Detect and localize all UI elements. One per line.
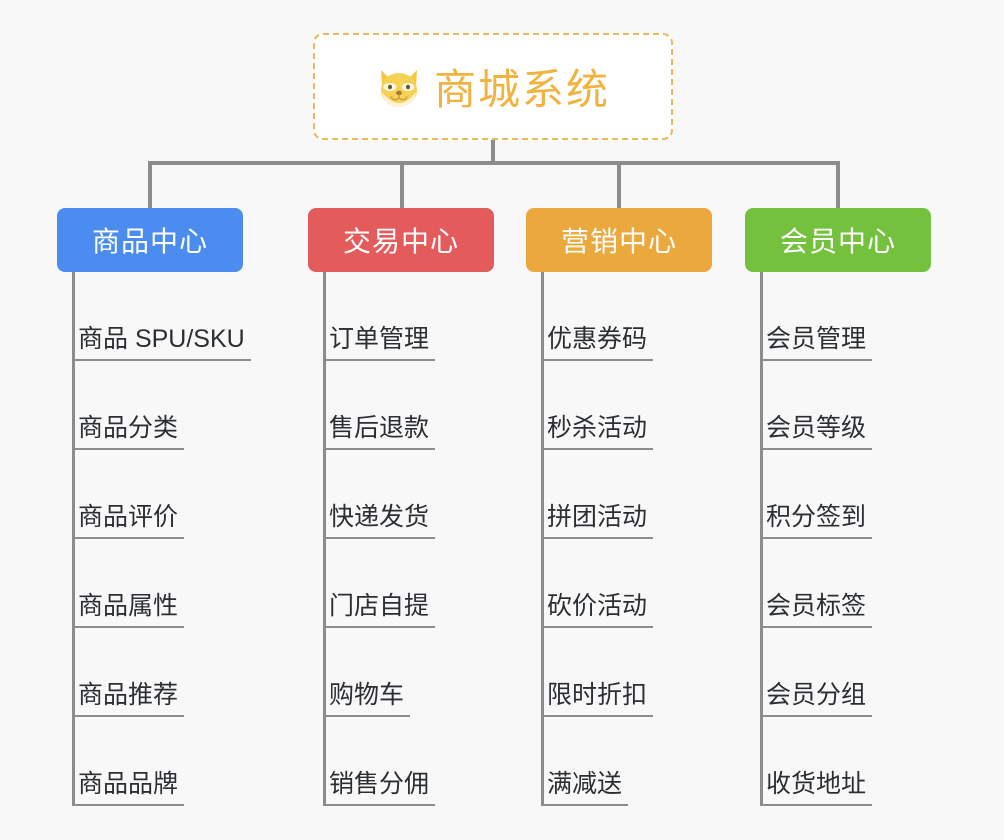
list-item[interactable]: 门店自提 <box>323 539 436 628</box>
list-item-label: 购物车 <box>323 681 411 717</box>
list-item[interactable]: 商品 SPU/SKU <box>72 272 251 361</box>
root-title: 商城系统 <box>433 66 610 113</box>
column-member: 会员中心 会员管理 会员等级 积分签到 会员标签 会员分组 收货地址 <box>745 208 931 806</box>
list-item[interactable]: 限时折扣 <box>541 628 654 717</box>
item-list-marketing: 优惠券码 秒杀活动 拼团活动 砍价活动 限时折扣 满减送 <box>541 272 654 806</box>
list-item[interactable]: 销售分佣 <box>323 717 436 806</box>
category-header-trade[interactable]: 交易中心 <box>308 208 494 272</box>
list-item-label: 售后退款 <box>323 414 436 450</box>
list-item-label: 订单管理 <box>323 325 436 361</box>
list-item[interactable]: 会员管理 <box>760 272 873 361</box>
list-item[interactable]: 售后退款 <box>323 361 436 450</box>
list-item-label: 积分签到 <box>760 503 873 539</box>
connector-drop-2 <box>400 161 404 208</box>
connector-drop-1 <box>148 161 152 208</box>
list-item[interactable]: 砍价活动 <box>541 539 654 628</box>
column-spine-member <box>760 272 763 806</box>
column-spine-product <box>72 272 75 806</box>
list-item-label: 商品评价 <box>72 503 185 539</box>
list-item[interactable]: 快递发货 <box>323 450 436 539</box>
shiba-inu-icon <box>376 64 422 110</box>
list-item[interactable]: 积分签到 <box>760 450 873 539</box>
list-item-label: 会员等级 <box>760 414 873 450</box>
list-item[interactable]: 秒杀活动 <box>541 361 654 450</box>
category-header-member[interactable]: 会员中心 <box>745 208 931 272</box>
list-item-label: 砍价活动 <box>541 592 654 628</box>
list-item[interactable]: 订单管理 <box>323 272 436 361</box>
list-item-label: 商品属性 <box>72 592 185 628</box>
category-header-marketing[interactable]: 营销中心 <box>526 208 712 272</box>
list-item-label: 优惠券码 <box>541 325 654 361</box>
list-item-label: 商品推荐 <box>72 681 185 717</box>
list-item[interactable]: 优惠券码 <box>541 272 654 361</box>
list-item-label: 门店自提 <box>323 592 436 628</box>
connector-bus <box>148 161 840 165</box>
list-item[interactable]: 购物车 <box>323 628 435 717</box>
list-item-label: 拼团活动 <box>541 503 654 539</box>
list-item[interactable]: 会员分组 <box>760 628 873 717</box>
list-item-label: 快递发货 <box>323 503 436 539</box>
list-item-label: 销售分佣 <box>323 770 436 806</box>
list-item-label: 会员分组 <box>760 681 873 717</box>
list-item-label: 收货地址 <box>760 770 873 806</box>
list-item[interactable]: 商品评价 <box>72 450 251 539</box>
connector-drop-4 <box>836 161 840 208</box>
list-item-label: 商品品牌 <box>72 770 185 806</box>
column-spine-trade <box>323 272 326 806</box>
list-item-label: 秒杀活动 <box>541 414 654 450</box>
list-item-label: 会员标签 <box>760 592 873 628</box>
column-spine-marketing <box>541 272 544 806</box>
connector-stem <box>491 140 495 164</box>
list-item-label: 满减送 <box>541 770 629 806</box>
list-item-label: 商品分类 <box>72 414 185 450</box>
column-trade: 交易中心 订单管理 售后退款 快递发货 门店自提 购物车 销售分佣 <box>308 208 494 806</box>
list-item[interactable]: 商品属性 <box>72 539 251 628</box>
root-node[interactable]: 商城系统 <box>313 33 673 140</box>
list-item[interactable]: 拼团活动 <box>541 450 654 539</box>
list-item[interactable]: 商品分类 <box>72 361 251 450</box>
column-product: 商品中心 商品 SPU/SKU 商品分类 商品评价 商品属性 商品推荐 商品品牌 <box>57 208 251 806</box>
item-list-member: 会员管理 会员等级 积分签到 会员标签 会员分组 收货地址 <box>760 272 873 806</box>
item-list-product: 商品 SPU/SKU 商品分类 商品评价 商品属性 商品推荐 商品品牌 <box>72 272 251 806</box>
list-item[interactable]: 会员标签 <box>760 539 873 628</box>
list-item-label: 会员管理 <box>760 325 873 361</box>
connector-drop-3 <box>617 161 621 208</box>
list-item-label: 商品 SPU/SKU <box>72 325 251 361</box>
list-item[interactable]: 商品推荐 <box>72 628 251 717</box>
list-item[interactable]: 满减送 <box>541 717 653 806</box>
list-item-label: 限时折扣 <box>541 681 654 717</box>
list-item[interactable]: 商品品牌 <box>72 717 251 806</box>
category-header-product[interactable]: 商品中心 <box>57 208 243 272</box>
column-marketing: 营销中心 优惠券码 秒杀活动 拼团活动 砍价活动 限时折扣 满减送 <box>526 208 712 806</box>
list-item[interactable]: 收货地址 <box>760 717 873 806</box>
list-item[interactable]: 会员等级 <box>760 361 873 450</box>
item-list-trade: 订单管理 售后退款 快递发货 门店自提 购物车 销售分佣 <box>323 272 436 806</box>
